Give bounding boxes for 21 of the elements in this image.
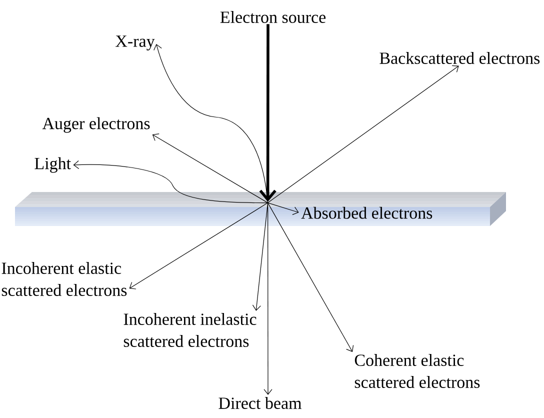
text-label: Direct beam [218, 397, 302, 409]
arrow [129, 202, 268, 290]
text-label: Coherent elastic scattered electrons [354, 354, 480, 388]
text-label: Incoherent elastic scattered electrons [2, 262, 127, 296]
arrow [252, 202, 268, 311]
curved-arrow [73, 160, 268, 204]
curved-arrow [154, 44, 268, 204]
text-label: Electron source [220, 11, 326, 23]
text-label: Light [34, 157, 71, 173]
arrow [268, 65, 459, 204]
text-label: Absorbed electrons [301, 206, 432, 219]
arrow [264, 202, 272, 395]
text-label: Backscattered electrons [380, 52, 540, 64]
arrow [268, 202, 354, 352]
text-label: X-ray [116, 36, 155, 50]
arrow [268, 202, 299, 215]
arrow [152, 134, 268, 204]
beam-arrow [259, 24, 276, 202]
specimen-slab [15, 192, 506, 226]
text-label: Incoherent inelastic scattered electrons [124, 313, 256, 347]
text-label: Auger electrons [42, 117, 150, 133]
